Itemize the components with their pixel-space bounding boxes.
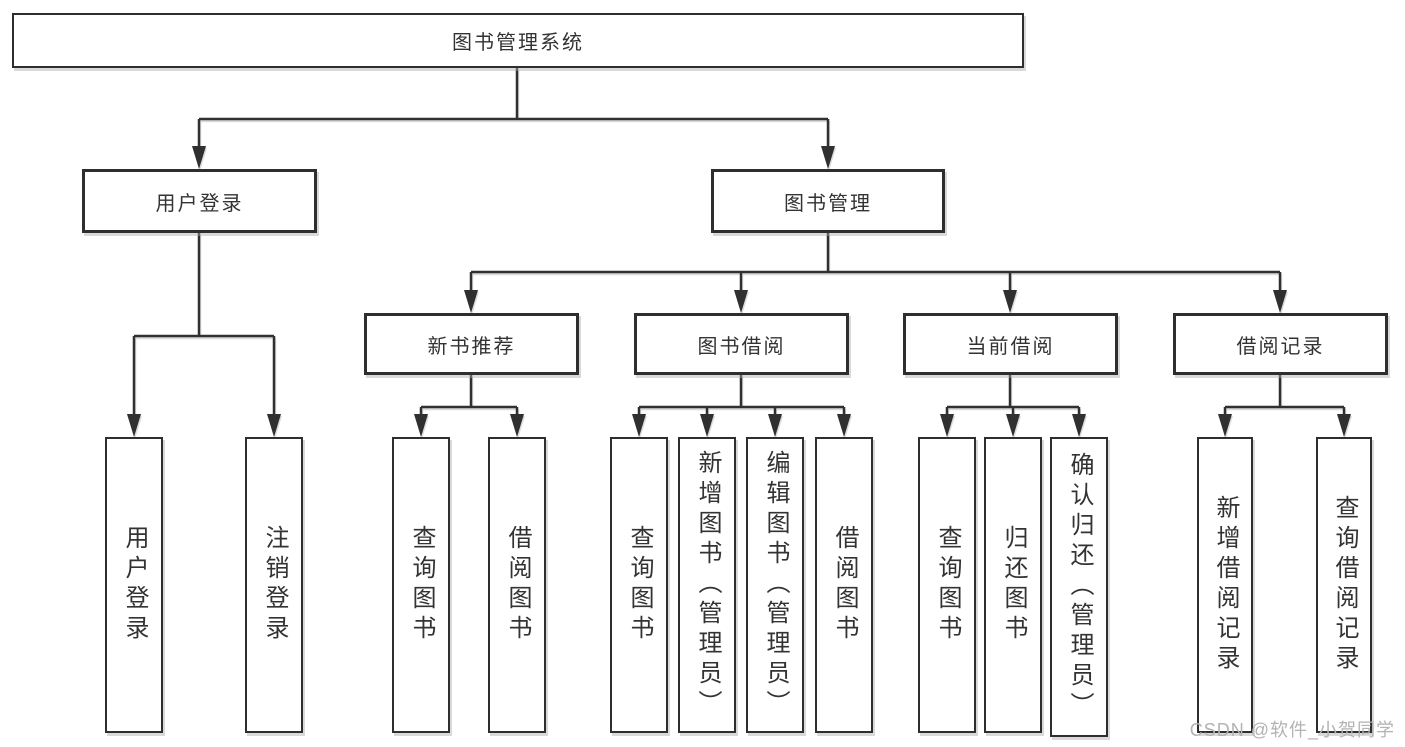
- node-book-borrow: 图书借阅: [634, 313, 849, 375]
- leaf-query-books-current: 查询图书: [918, 437, 976, 733]
- leaf-borrow-books-recommend: 借阅图书: [488, 437, 546, 733]
- leaf-return-books: 归还图书: [984, 437, 1042, 733]
- leaf-borrow-books: 借阅图书: [815, 437, 873, 733]
- leaf-logout: 注销登录: [245, 437, 303, 733]
- node-user-login: 用户登录: [82, 169, 317, 233]
- leaf-edit-books-admin: 编辑图书（管理员）: [746, 437, 804, 733]
- leaf-query-books-borrow: 查询图书: [610, 437, 668, 733]
- node-new-book-recommend: 新书推荐: [364, 313, 579, 375]
- leaf-query-borrow-record: 查询借阅记录: [1316, 437, 1372, 733]
- arrowhead-icons: [127, 146, 1351, 437]
- leaf-add-borrow-record: 新增借阅记录: [1197, 437, 1253, 733]
- node-current-borrow: 当前借阅: [903, 313, 1118, 375]
- leaf-user-login: 用户登录: [105, 437, 163, 733]
- node-library-management-system: 图书管理系统: [12, 13, 1024, 68]
- csdn-watermark: CSDN @软件_小贺同学: [1189, 720, 1395, 740]
- leaf-query-books-recommend: 查询图书: [392, 437, 450, 733]
- node-borrow-records: 借阅记录: [1173, 313, 1388, 375]
- leaf-add-books-admin: 新增图书（管理员）: [678, 437, 736, 733]
- leaf-confirm-return-admin: 确认归还（管理员）: [1050, 437, 1108, 737]
- node-book-management: 图书管理: [711, 169, 945, 233]
